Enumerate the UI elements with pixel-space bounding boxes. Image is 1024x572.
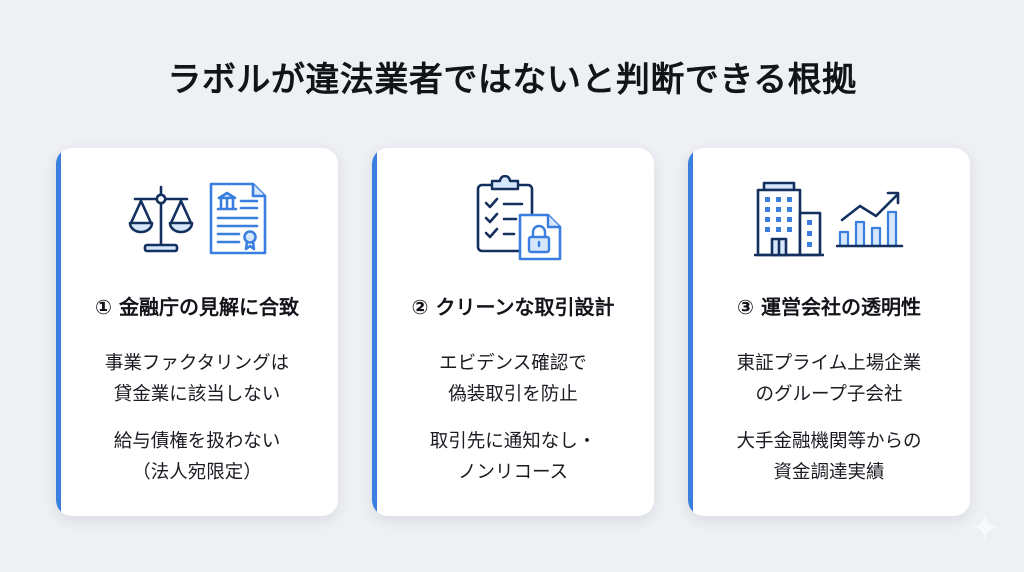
scales-icon [128,185,194,253]
card-point: 大手金融機関等からの 資金調達実績 [688,426,970,488]
card-clean-transaction: ② クリーンな取引設計 エビデンス確認で 偽装取引を防止 取引先に通知なし・ ノ… [372,148,654,516]
card-point: 取引先に通知なし・ ノンリコース [372,426,654,488]
card-icons [372,175,654,261]
card-point-line: 取引先に通知なし・ [429,431,597,452]
card-accent-bar [56,148,61,516]
office-building-icon [754,181,824,257]
certificate-document-icon [209,182,267,255]
card-point-line: （法人宛限定） [132,462,262,483]
card-body: エビデンス確認で 偽装取引を防止 取引先に通知なし・ ノンリコース [372,348,654,504]
card-heading: ① 金融庁の見解に合致 [95,295,299,319]
card-point-line: 貸金業に該当しない [113,384,281,405]
card-fsa-view: ① 金融庁の見解に合致 事業ファクタリングは 貸金業に該当しない 給与債権を扱わ… [56,148,338,516]
card-point: 東証プライム上場企業 のグループ子会社 [688,348,970,410]
card-icons [56,178,338,260]
card-company-transparency: ③ 運営会社の透明性 東証プライム上場企業 のグループ子会社 大手金融機関等から… [688,148,970,516]
card-point-line: のグループ子会社 [755,384,903,405]
card-accent-bar [372,148,377,516]
card-point-line: 偽装取引を防止 [448,384,578,405]
card-body: 事業ファクタリングは 貸金業に該当しない 給与債権を扱わない （法人宛限定） [56,348,338,504]
card-icons [688,178,970,260]
card-point-line: 大手金融機関等からの [736,431,922,452]
card-heading: ③ 運営会社の透明性 [737,295,921,319]
card-body: 東証プライム上場企業 のグループ子会社 大手金融機関等からの 資金調達実績 [688,348,970,504]
page-title: ラボルが違法業者ではないと判断できる根拠 [167,60,857,100]
card-point-line: 事業ファクタリングは [104,353,290,374]
checklist-clipboard-icon [476,175,562,261]
card-accent-bar [688,148,693,516]
growth-chart-icon [836,191,904,248]
card-point-line: 資金調達実績 [773,462,885,483]
card-point: エビデンス確認で 偽装取引を防止 [372,348,654,410]
sparkle-icon [971,513,999,541]
card-point-line: ノンリコース [457,462,569,483]
card-point-line: エビデンス確認で [439,353,587,374]
card-point-line: 東証プライム上場企業 [736,353,922,374]
card-point: 事業ファクタリングは 貸金業に該当しない [56,348,338,410]
card-point: 給与債権を扱わない （法人宛限定） [56,426,338,488]
card-point-line: 給与債権を扱わない [113,431,281,452]
card-heading: ② クリーンな取引設計 [411,295,615,319]
